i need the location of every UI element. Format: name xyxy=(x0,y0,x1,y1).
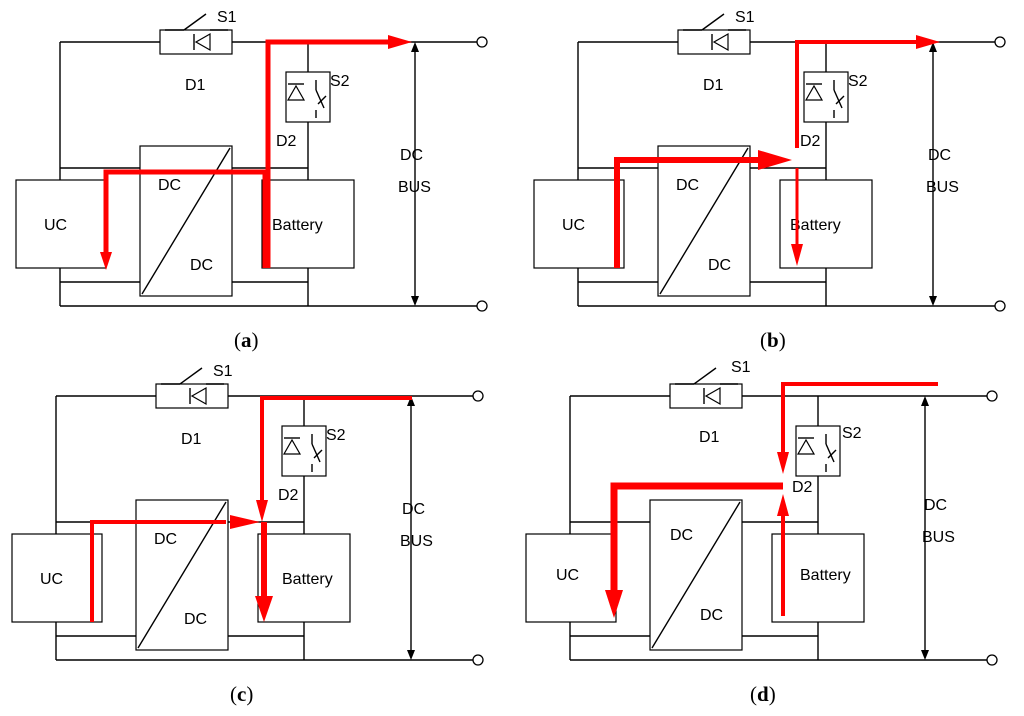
label-battery: Battery xyxy=(800,567,851,584)
label-s1: S1 xyxy=(735,9,755,26)
label-dc-out: DC xyxy=(708,257,731,274)
label-dc-out: DC xyxy=(184,611,207,628)
label-uc: UC xyxy=(40,571,63,588)
caption-a: (a) xyxy=(234,328,259,352)
label-d2: D2 xyxy=(276,133,297,150)
label-uc: UC xyxy=(556,567,579,584)
label-dc-out: DC xyxy=(190,257,213,274)
label-battery: Battery xyxy=(790,217,841,234)
label-dc-bus-1: DC xyxy=(924,497,947,514)
label-dc-out: DC xyxy=(700,607,723,624)
caption-b: (b) xyxy=(760,328,786,352)
label-uc: UC xyxy=(44,217,67,234)
label-dc-bus-2: BUS xyxy=(922,529,955,546)
label-dc-in: DC xyxy=(158,177,181,194)
panel-b: S1 D1 S2 D2 DC DC UC Battery DC BUS (b) xyxy=(533,9,1006,352)
panel-d: S1 D1 S2 D2 DC DC UC Battery DC BUS (d) xyxy=(525,359,998,706)
label-d1: D1 xyxy=(181,431,202,448)
label-s2: S2 xyxy=(330,73,350,90)
label-uc: UC xyxy=(562,217,585,234)
label-dc-bus-2: BUS xyxy=(398,179,431,196)
label-d2: D2 xyxy=(800,133,821,150)
label-dc-bus-1: DC xyxy=(400,147,423,164)
label-d1: D1 xyxy=(185,77,206,94)
label-dc-in: DC xyxy=(670,527,693,544)
flow-path-d xyxy=(605,382,938,618)
label-battery: Battery xyxy=(272,217,323,234)
label-dc-in: DC xyxy=(154,531,177,548)
panel-a: S1 D1 S2 D2 DC DC UC Battery DC BUS (a) xyxy=(15,9,488,352)
label-s2: S2 xyxy=(326,427,346,444)
flow-path-c xyxy=(90,396,412,622)
label-dc-bus-1: DC xyxy=(928,147,951,164)
flow-path-b xyxy=(614,35,940,268)
label-s1: S1 xyxy=(731,359,751,376)
label-dc-bus-2: BUS xyxy=(926,179,959,196)
label-battery: Battery xyxy=(282,571,333,588)
caption-c: (c) xyxy=(230,682,253,706)
label-s1: S1 xyxy=(213,363,233,380)
label-s2: S2 xyxy=(848,73,868,90)
label-dc-in: DC xyxy=(676,177,699,194)
label-s1: S1 xyxy=(217,9,237,26)
label-d1: D1 xyxy=(699,429,720,446)
label-s2: S2 xyxy=(842,425,862,442)
caption-d: (d) xyxy=(750,682,776,706)
label-dc-bus-1: DC xyxy=(402,501,425,518)
label-d1: D1 xyxy=(703,77,724,94)
label-d2: D2 xyxy=(278,487,299,504)
panel-c: S1 D1 S2 D2 DC DC UC Battery DC BUS (c) xyxy=(11,363,484,706)
label-d2: D2 xyxy=(792,479,813,496)
label-dc-bus-2: BUS xyxy=(400,533,433,550)
flow-path-a xyxy=(100,35,412,270)
